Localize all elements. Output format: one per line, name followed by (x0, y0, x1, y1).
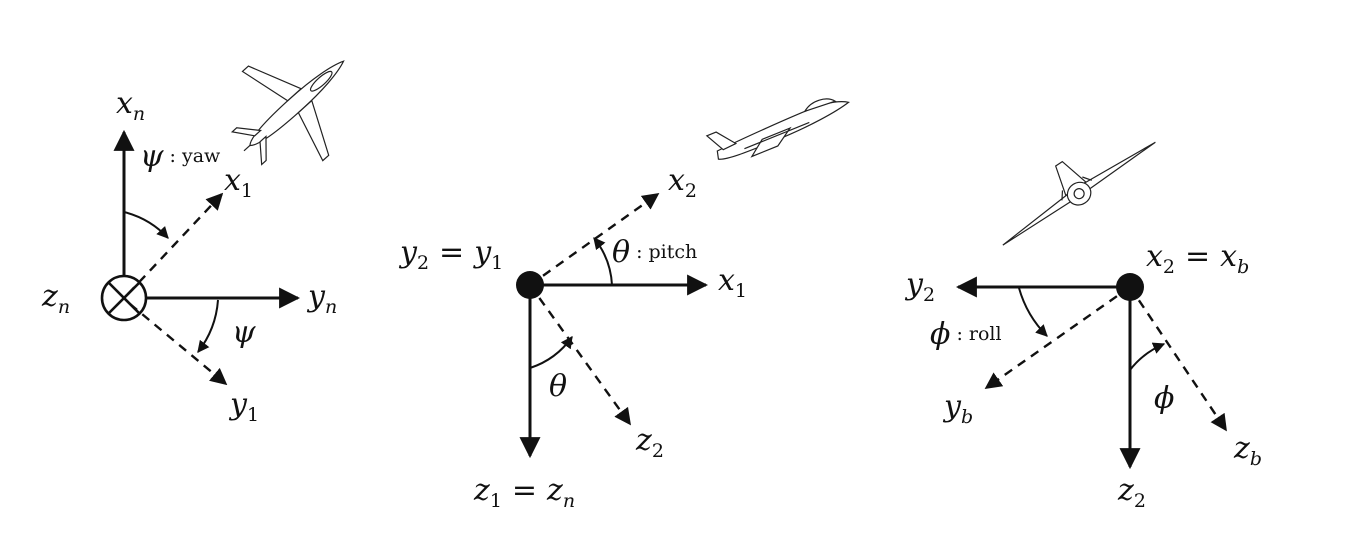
pitch-angle-arc-lower (529, 336, 573, 369)
yaw-y1-dashed-axis (129, 303, 228, 386)
yaw-angle-arc-upper (123, 211, 169, 239)
pitch-dashed-down-label: z2 (635, 423, 664, 462)
pitch-angle-label: θ: pitch (612, 235, 697, 270)
yaw-axis-right-label: yn (306, 279, 337, 318)
yaw-angle-label: ψ: yaw (140, 139, 221, 174)
roll-axis-down-label: z2 (1117, 473, 1146, 512)
pitch-angle-arc-upper (593, 237, 613, 286)
roll-dashed-down-label: zb (1233, 431, 1262, 470)
roll-dashed-left-label: yb (942, 389, 973, 428)
yaw-x1-dashed-axis (127, 192, 224, 295)
pitch-axis-down-label: z1=zn (473, 473, 575, 512)
pitch-x2-dashed-axis (529, 193, 660, 286)
pitch-dashed-up-label: x2 (668, 163, 697, 202)
pitch-z2-dashed-axis (529, 284, 631, 426)
airplane-front-view-icon (1002, 141, 1156, 246)
yaw-axis-up-label: xn (116, 86, 145, 125)
roll-angle-arc-left (1018, 287, 1048, 337)
roll-angle-arc-lower (1129, 342, 1166, 371)
pitch-angle-symbol: θ (549, 369, 567, 404)
airplane-side-view-icon (705, 98, 851, 160)
roll-axis-left-label: y2 (904, 267, 935, 306)
yaw-dashed-up-label: x1 (224, 163, 253, 202)
roll-angle-label: ϕ: roll (930, 317, 1002, 352)
yaw-panel: xn yn zn x1 y1 ψ: yaw ψ (41, 60, 345, 426)
pitch-origin-label: y2=y1 (398, 235, 503, 274)
yaw-angle-arc-lower (197, 299, 219, 353)
roll-yb-dashed-axis (984, 286, 1131, 389)
roll-origin-dot (1116, 273, 1144, 301)
yaw-dashed-down-label: y1 (228, 387, 259, 426)
yaw-axis-out-label: zn (41, 279, 70, 318)
pitch-panel: y2=y1 x1 z1=zn x2 z2 θ: pitch θ (398, 98, 851, 512)
airplane-top-view-icon (230, 60, 345, 166)
roll-zb-dashed-axis (1129, 286, 1227, 432)
yaw-angle-symbol: ψ (232, 315, 256, 350)
roll-panel: x2=xb y2 z2 yb zb ϕ: roll ϕ (904, 141, 1262, 512)
pitch-origin-dot (516, 271, 544, 299)
pitch-axis-right-label: x1 (718, 263, 747, 302)
roll-angle-symbol: ϕ (1154, 381, 1174, 416)
roll-origin-label: x2=xb (1146, 239, 1249, 278)
